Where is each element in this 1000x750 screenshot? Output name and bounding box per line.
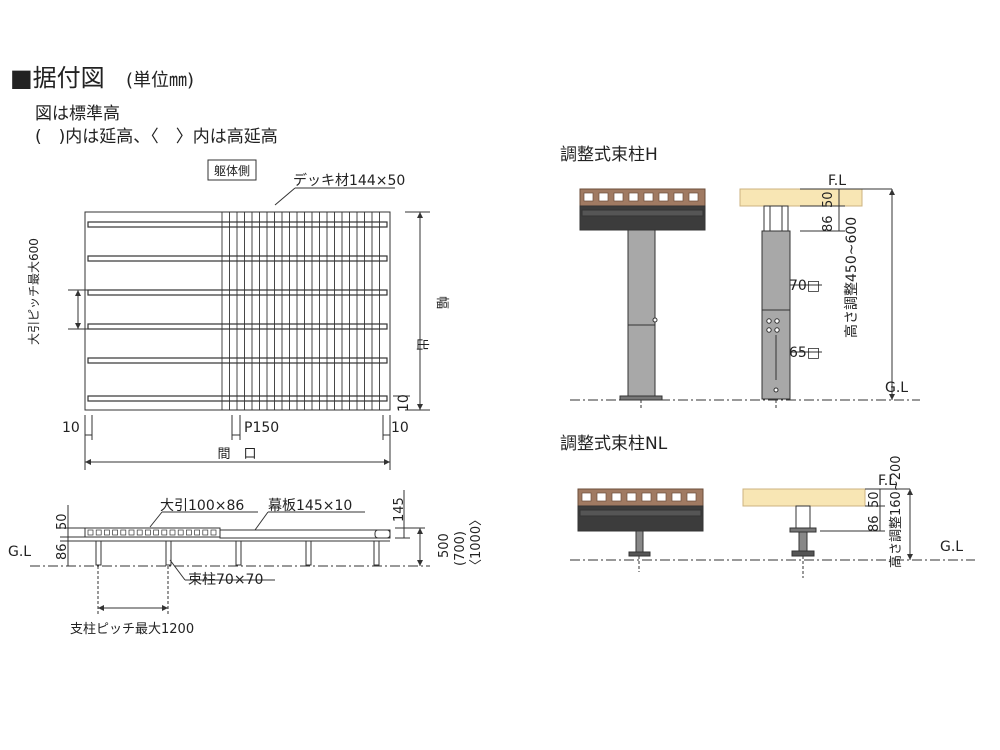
elev-dim-50: 50 [55, 513, 70, 530]
frontage-label: 間 口 [217, 447, 256, 462]
post-nl-title: 調整式束柱NL [560, 434, 668, 454]
post-h-dims [570, 188, 920, 410]
deck-material-label: デッキ材144×50 [293, 172, 405, 189]
height-variants-note: ( )内は延高、〈 〉内は高延高 [35, 127, 278, 147]
post-nl-fl: F.L [878, 473, 896, 489]
elevation-posts [95, 540, 380, 566]
post-nl-gl: G.L [940, 539, 963, 555]
height-high: 〈1000〉 [469, 513, 484, 572]
margin-right: 10 [391, 420, 409, 436]
post-nl-dims [570, 488, 975, 578]
post-nl-adjust: 高さ調整160~200 [888, 455, 904, 568]
deck-section-holes-nl [581, 492, 697, 502]
post-h-sq65: 65□ [789, 345, 820, 361]
elev-dim-86: 86 [55, 543, 70, 560]
post-nl-section [577, 488, 704, 557]
post-nl-side [742, 488, 866, 557]
post-pitch-label: 支柱ピッチ最大1200 [70, 622, 194, 637]
beam-label: 大引100×86 [160, 498, 244, 514]
post-h-sq70: 70□ [789, 278, 820, 294]
post-h-gl: G.L [885, 380, 908, 396]
post-nl-dim-50: 50 [867, 491, 882, 508]
side-elevation [30, 490, 430, 615]
depth-label: 出 [414, 338, 429, 351]
post-h-section [579, 188, 706, 401]
plan-deck-slats [221, 212, 380, 410]
post-h-side [739, 188, 863, 400]
plan-outline [84, 211, 391, 411]
post-h-fl: F.L [828, 173, 846, 189]
fascia-label: 幕板145×10 [268, 498, 352, 514]
post-h-adjust: 高さ調整450~600 [843, 217, 860, 338]
wall-side-label: 躯体側 [214, 163, 250, 178]
slat-pitch: P150 [244, 420, 279, 436]
elev-dim-145: 145 [392, 497, 407, 522]
plan-view [68, 159, 430, 470]
width-label: 幅 [434, 296, 449, 309]
margin-vertical: 10 [396, 394, 412, 412]
height-extended: (700) [453, 531, 468, 566]
beam-pitch-label: 大引ピッチ最大600 [27, 238, 41, 345]
page-title: ■据付図 [10, 64, 105, 92]
margin-left: 10 [62, 420, 80, 436]
standard-height-note: 図は標準高 [35, 104, 120, 124]
post-nl-dim-86: 86 [867, 515, 882, 532]
plan-beams [87, 221, 388, 402]
deck-section-holes [583, 192, 699, 202]
unit-note: (単位㎜) [126, 70, 194, 91]
post-h-title: 調整式束柱H [560, 145, 658, 165]
post-label: 束柱70×70 [188, 572, 263, 588]
height-standard: 500 [437, 533, 452, 558]
post-h-dim-86: 86 [821, 215, 836, 232]
elevation-deck-pattern [87, 529, 217, 536]
wall-side-box [207, 159, 257, 181]
post-h-dim-50: 50 [821, 191, 836, 208]
gl-label-elevation: G.L [8, 544, 31, 560]
